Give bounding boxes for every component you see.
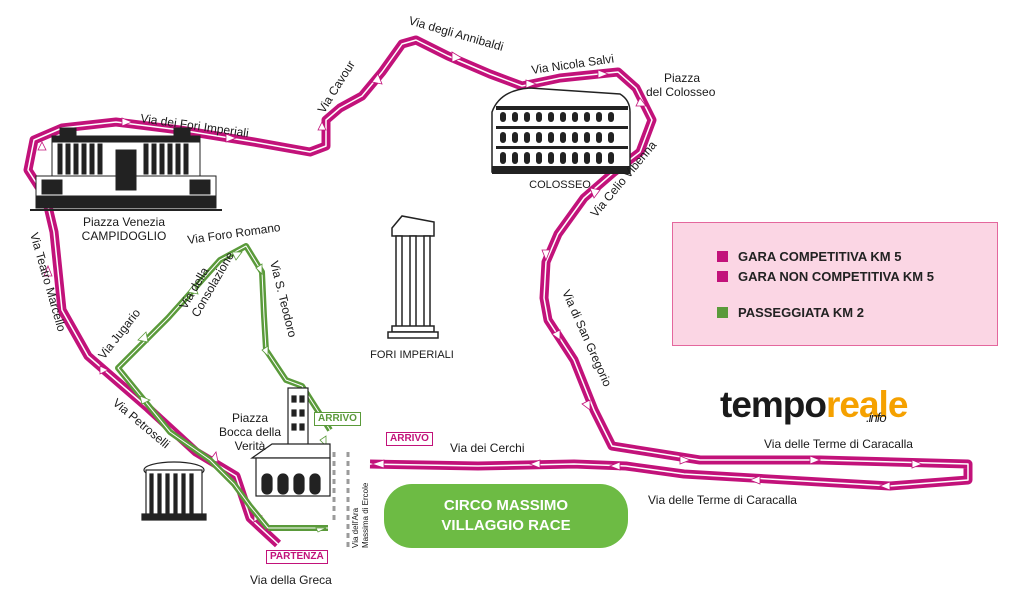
- arrivo-walk-tag: ARRIVO: [314, 412, 361, 426]
- brand-part-2: reale: [826, 384, 908, 425]
- walk-route: [115, 243, 333, 533]
- label-piazza-colosseo-2: del Colosseo: [646, 85, 716, 99]
- label-venezia-2: CAMPIDOGLIO: [82, 229, 167, 243]
- circo-massimo-area: CIRCO MASSIMO VILLAGGIO RACE: [384, 484, 628, 548]
- label-fori: FORI IMPERIALI: [370, 349, 454, 361]
- vittoriano-monument-icon: [30, 127, 222, 211]
- label-greca: Via della Greca: [250, 573, 332, 587]
- partenza-tag: PARTENZA: [266, 550, 328, 564]
- legend-item-non-competitive: GARA NON COMPETITIVA KM 5: [717, 269, 934, 284]
- brand-part-3: .info: [866, 410, 887, 425]
- label-piazza-colosseo-1: Piazza: [664, 71, 700, 85]
- label-ara-1: Via dell'Ara: [351, 507, 360, 548]
- legend-item-competitive: GARA COMPETITIVA KM 5: [717, 249, 901, 264]
- label-bocca-2: Bocca della: [219, 425, 281, 439]
- legend: GARA COMPETITIVA KM 5 GARA NON COMPETITI…: [672, 222, 998, 346]
- brand-part-1: tempo: [720, 384, 827, 425]
- label-colosseo: COLOSSEO: [529, 179, 591, 191]
- circo-line-1: CIRCO MASSIMO: [443, 497, 569, 514]
- arrivo-race-tag: ARRIVO: [386, 432, 433, 446]
- legend-swatch-magenta-icon: [717, 271, 728, 282]
- fori-columns-icon: [387, 215, 439, 339]
- legend-swatch-green-icon: [717, 307, 728, 318]
- round-temple-icon: [141, 461, 207, 521]
- legend-label: PASSEGGIATA KM 2: [738, 305, 864, 320]
- label-s-teodoro: Via S. Teodoro: [267, 259, 300, 339]
- legend-swatch-magenta-icon: [717, 251, 728, 262]
- label-caracalla-bottom: Via delle Terme di Caracalla: [648, 493, 797, 507]
- label-san-gregorio: Via di San Gregorio: [559, 288, 614, 389]
- label-venezia-1: Piazza Venezia: [83, 215, 165, 229]
- label-foro-romano: Via Foro Romano: [186, 220, 281, 247]
- circo-line-2: VILLAGGIO RACE: [441, 517, 571, 534]
- label-caracalla-top: Via delle Terme di Caracalla: [764, 437, 913, 451]
- colosseum-icon: [491, 87, 631, 174]
- legend-label: GARA NON COMPETITIVA KM 5: [738, 269, 934, 284]
- legend-label: GARA COMPETITIVA KM 5: [738, 249, 902, 264]
- label-cerchi: Via dei Cerchi: [450, 441, 524, 455]
- label-bocca-1: Piazza: [232, 411, 268, 425]
- church-icon: [250, 387, 331, 497]
- label-bocca-3: Verità: [235, 439, 266, 453]
- label-ara-2: Massima di Ercole: [361, 482, 370, 548]
- temporeale-logo: temporeale.info: [720, 384, 908, 426]
- legend-item-walk: PASSEGGIATA KM 2: [717, 305, 864, 320]
